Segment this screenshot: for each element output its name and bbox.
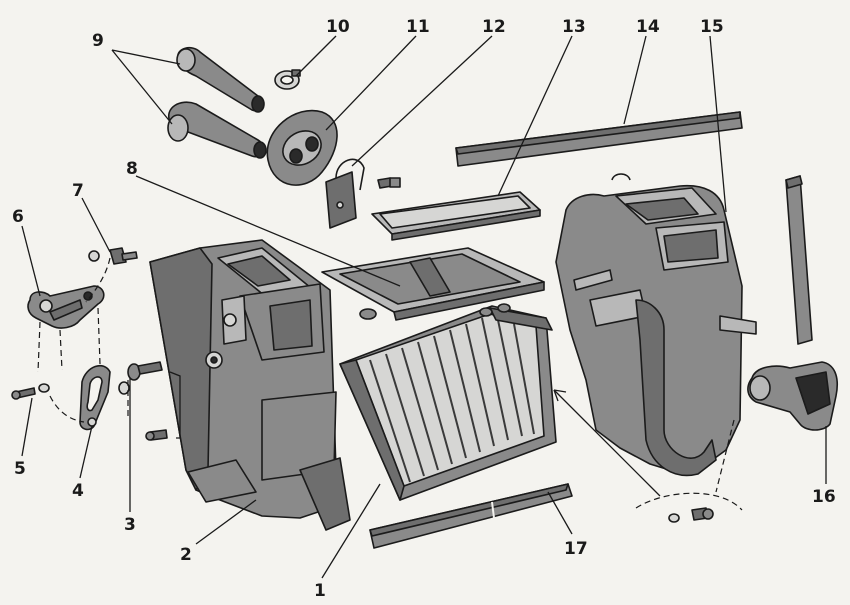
radiator-fins [369,317,535,483]
callout-13: 13 [562,17,586,37]
callout-16: 16 [812,487,836,507]
part-16-air-nozzle [747,361,838,431]
part-15-right-housing [555,173,757,477]
callout-5: 5 [14,459,26,479]
part-3-screw [118,361,168,441]
part-4-handle-lever [79,364,111,431]
part-14-sealing-strip [455,111,743,167]
callout-14: 14 [636,17,660,37]
leader-lines [21,35,827,579]
part-11-grommet-seal [266,109,338,186]
callout-8: 8 [126,159,138,179]
part-13-filter-plate [371,191,541,241]
part-17-seal-strip [369,483,573,549]
part-9-hoses [167,46,267,159]
callout-3: 3 [124,515,136,535]
callout-labels: 9 10 11 12 13 14 15 8 7 6 5 4 3 2 1 17 1… [12,17,836,601]
vertical-seal-strip [785,175,813,345]
part-5-screw [11,383,50,400]
callout-4: 4 [72,481,84,501]
part-7-nut [88,247,138,265]
callout-1: 1 [314,581,326,601]
callout-9: 9 [92,31,104,51]
callout-15: 15 [700,17,724,37]
part-10-hose-clamp [274,69,301,90]
callout-12: 12 [482,17,506,37]
part-12-bracket [325,158,401,229]
assembly-guide-lines [37,257,743,511]
part-6-lever [27,285,105,329]
callout-7: 7 [72,181,84,201]
part-2-left-housing [149,239,351,531]
part-8-air-flap [321,247,545,321]
callout-11: 11 [406,17,430,37]
bottom-fasteners [668,507,714,523]
callout-17: 17 [564,539,588,559]
part-1-heater-core [339,303,557,501]
callout-2: 2 [180,545,192,565]
callout-10: 10 [326,17,350,37]
callout-6: 6 [12,207,24,227]
